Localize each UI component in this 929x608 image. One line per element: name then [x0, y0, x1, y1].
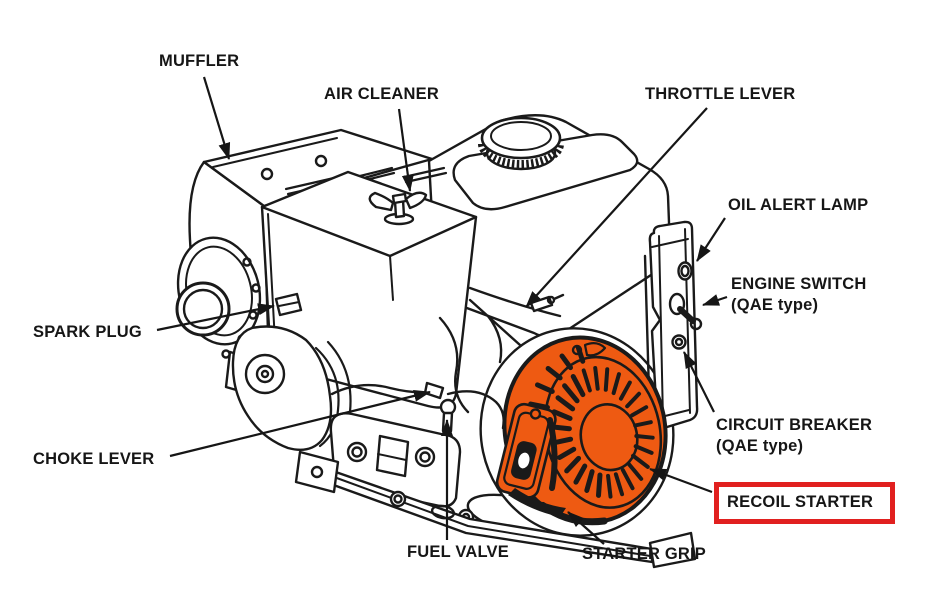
label-muffler: MUFFLER	[159, 52, 240, 70]
circuit-breaker-shape[interactable]	[671, 334, 687, 350]
fuel-tank-shape	[427, 114, 672, 339]
label-circuit-breaker-line1: CIRCUIT BREAKER	[716, 416, 873, 434]
fuel-cap-shape	[478, 116, 564, 171]
spark-plug-shape	[274, 292, 303, 317]
recoil-starter-highlight-box: RECOIL STARTER	[714, 482, 895, 524]
leader-lines	[156, 76, 728, 545]
muffler-shape	[175, 128, 448, 398]
choke-lever-leader	[169, 389, 431, 458]
label-circuit-breaker: CIRCUIT BREAKER (QAE type)	[716, 415, 872, 458]
label-starter-grip: STARTER GRIP	[582, 545, 707, 563]
oil-alert-lamp-shape	[677, 261, 693, 281]
label-engine-switch-line1: ENGINE SWITCH	[731, 275, 867, 293]
wing-nut-shape	[368, 191, 428, 226]
starter-grip-shape[interactable]	[495, 402, 558, 499]
base-frame-shape	[294, 450, 697, 569]
circuit-breaker-leader	[683, 351, 715, 413]
throttle-lever-leader	[525, 107, 708, 308]
label-fuel-valve: FUEL VALVE	[407, 543, 509, 561]
label-recoil-starter: RECOIL STARTER	[727, 493, 874, 512]
label-circuit-breaker-line2: (QAE type)	[716, 437, 804, 456]
engine-switch-shape[interactable]	[668, 292, 703, 331]
label-spark-plug: SPARK PLUG	[33, 323, 142, 341]
engine-switch-leader	[702, 294, 728, 307]
label-air-cleaner: AIR CLEANER	[324, 85, 439, 103]
recoil-starter-leader	[649, 467, 713, 494]
label-oil-alert-lamp: OIL ALERT LAMP	[728, 196, 869, 214]
muffler-leader	[202, 76, 231, 160]
oil-alert-lamp-leader	[696, 217, 726, 262]
label-throttle-lever: THROTTLE LEVER	[645, 85, 796, 103]
recoil-starter-shape[interactable]	[487, 322, 682, 537]
starter-grip-leader	[567, 511, 605, 545]
label-choke-lever: CHOKE LEVER	[33, 450, 155, 468]
air-cleaner-leader	[397, 108, 414, 192]
label-engine-switch: ENGINE SWITCH (QAE type)	[731, 274, 867, 317]
cylinder-head-shape	[231, 292, 352, 451]
label-engine-switch-line2: (QAE type)	[731, 296, 819, 315]
starter-vent-slots	[525, 345, 655, 499]
spark-plug-leader	[156, 303, 275, 332]
